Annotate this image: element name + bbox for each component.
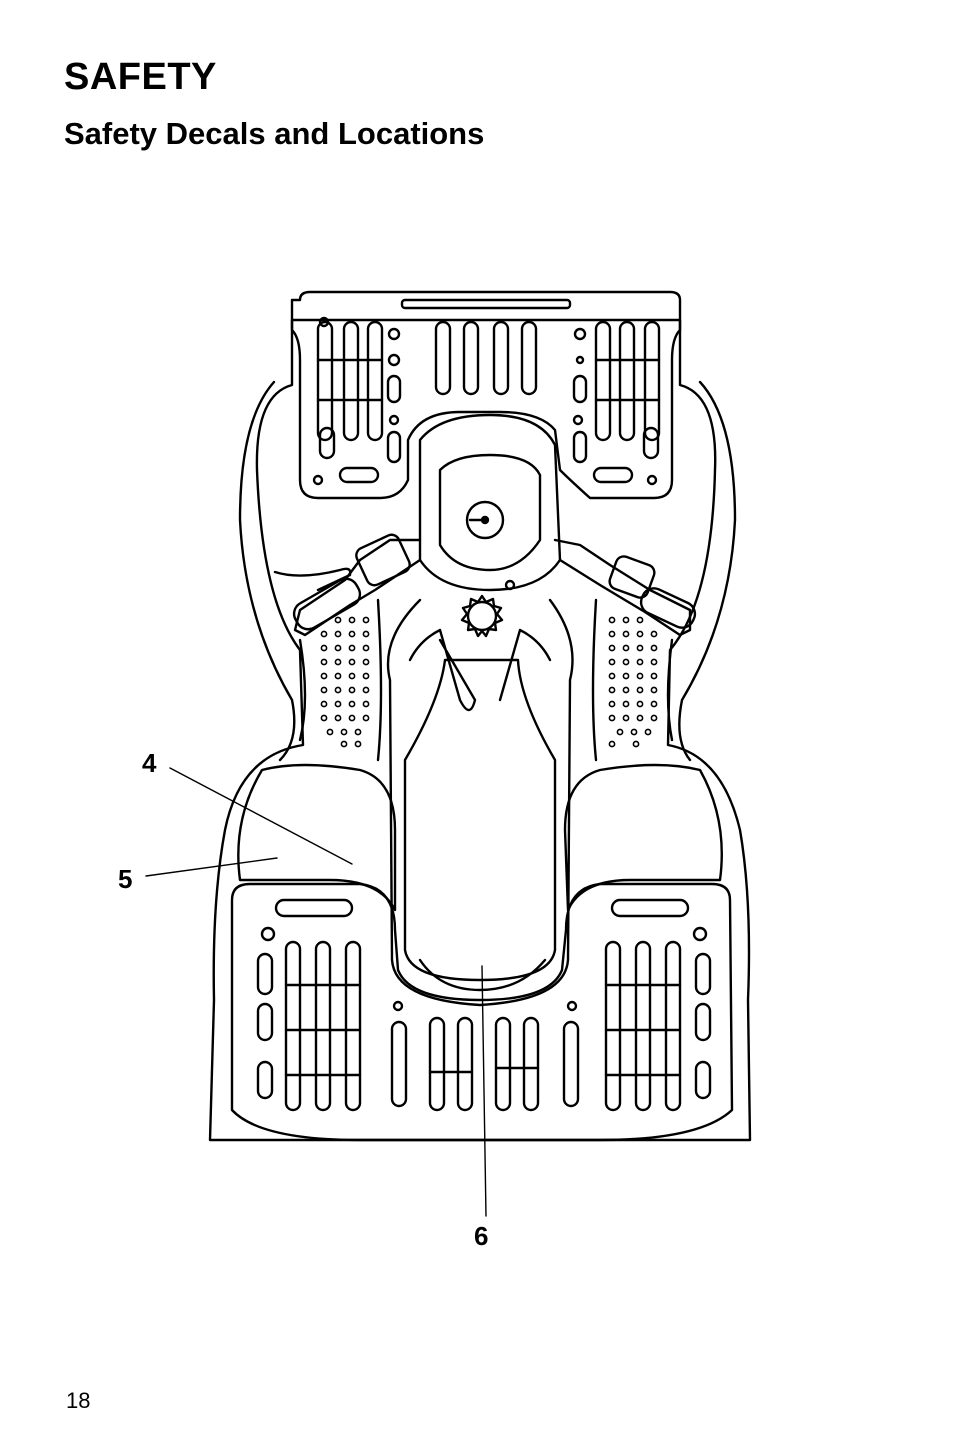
right-rear-fender (565, 765, 722, 910)
right-fender-line (679, 382, 735, 760)
front-rack (292, 292, 680, 498)
left-rear-fender (238, 765, 395, 910)
page-number: 18 (66, 1388, 90, 1414)
callout-4-leader (170, 768, 352, 864)
callout-6-label: 6 (474, 1221, 488, 1251)
callout-5-label: 5 (118, 864, 132, 894)
handlebar-pod (275, 415, 699, 636)
gas-cap-icon (468, 602, 496, 630)
left-footrest (300, 600, 381, 760)
callout-4-label: 4 (142, 748, 157, 778)
seat (388, 600, 573, 1005)
right-footrest (593, 600, 672, 760)
atv-body-outline (210, 320, 750, 1140)
rear-rack (232, 884, 732, 1140)
callout-5-leader (146, 858, 277, 876)
